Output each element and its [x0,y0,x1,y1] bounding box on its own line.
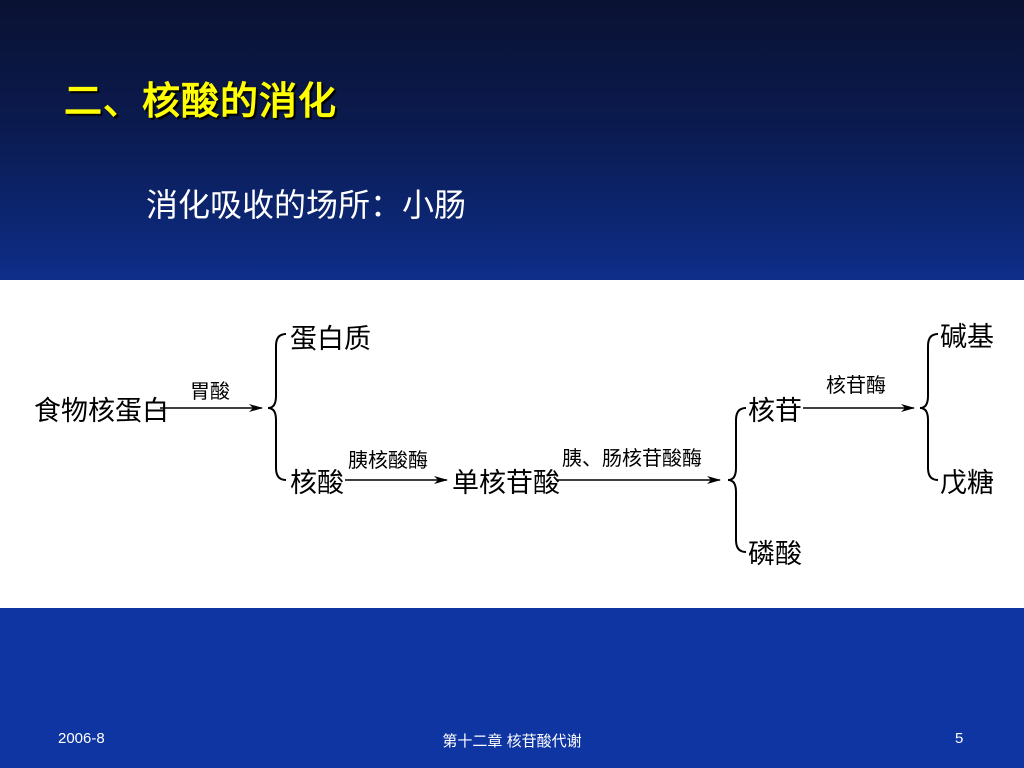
bottom-band [0,607,1024,768]
digestion-diagram: 食物核蛋白 蛋白质 核酸 单核苷酸 核苷 磷酸 碱基 戊糖 胃酸 胰核酸酶 胰、… [0,280,1024,608]
footer-date: 2006-8 [58,730,105,747]
brace-nucleoside-phosphate [727,407,747,553]
node-mononucleotide: 单核苷酸 [452,468,560,499]
node-nucleoside: 核苷 [748,396,802,427]
edge-label-nucleosidase: 核苷酶 [826,373,886,397]
node-protein: 蛋白质 [290,324,371,355]
edge-label-pancreatic-nuclease: 胰核酸酶 [348,448,428,472]
footer-chapter: 第十二章 核苷酸代谢 [442,733,582,750]
brace-protein-nucleic [267,333,287,481]
footer-page-number: 5 [955,730,964,747]
node-food: 食物核蛋白 [34,396,169,427]
slide-title: 二、核酸的消化 [64,78,338,123]
brace-base-pentose [919,333,939,481]
node-base: 碱基 [940,322,994,353]
node-phosphate: 磷酸 [748,539,802,570]
edge-label-pancreatic-intestinal-nucleotidase: 胰、肠核苷酸酶 [562,446,702,470]
node-pentose: 戊糖 [940,468,994,499]
edge-label-stomach-acid: 胃酸 [190,379,230,403]
diagram-canvas: 食物核蛋白 蛋白质 核酸 单核苷酸 核苷 磷酸 碱基 戊糖 胃酸 胰核酸酶 胰、… [34,322,994,570]
node-nucleic-acid: 核酸 [290,468,344,499]
slide-subtitle: 消化吸收的场所：小肠 [146,186,467,224]
